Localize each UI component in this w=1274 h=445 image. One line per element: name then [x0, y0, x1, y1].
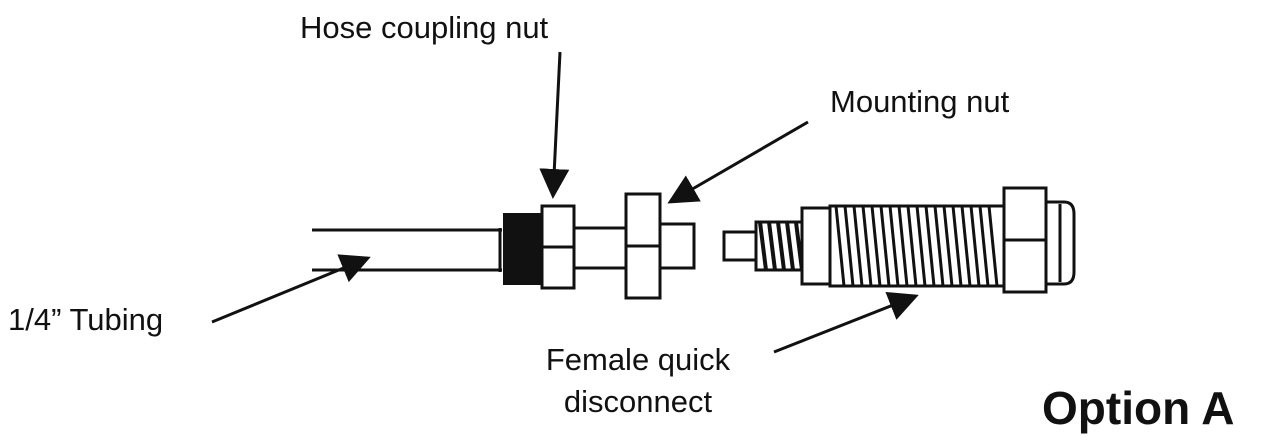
mounting-nut-label: Mounting nut — [830, 84, 1010, 119]
tubing-arrow — [211, 254, 371, 324]
female-quick-disconnect-label-line1: Female quick — [545, 342, 731, 377]
tubing-label: 1/4” Tubing — [8, 302, 164, 337]
hose-coupling-nut-arrow — [539, 51, 570, 199]
tubing-part — [312, 228, 502, 272]
end-cap-part — [1044, 200, 1076, 286]
male-tip-part — [658, 222, 696, 270]
small-thread-part — [754, 220, 806, 272]
disconnect-hex-nut-part — [1002, 186, 1048, 294]
female-nipple-part — [722, 230, 758, 262]
mounting-nut-part — [624, 192, 662, 300]
option-title: Option A — [1042, 382, 1235, 434]
mounting-nut-arrow — [667, 120, 809, 204]
female-quick-disconnect-label-line2: disconnect — [563, 384, 713, 419]
ferrule-part — [503, 213, 545, 285]
hose-coupling-nut-label: Hose coupling nut — [300, 10, 549, 45]
hose-coupling-nut-part — [540, 204, 576, 290]
shaft-part — [574, 226, 628, 270]
large-thread-part — [828, 204, 1006, 288]
collar-part — [800, 206, 832, 286]
female-quick-disconnect-arrow — [773, 291, 919, 354]
